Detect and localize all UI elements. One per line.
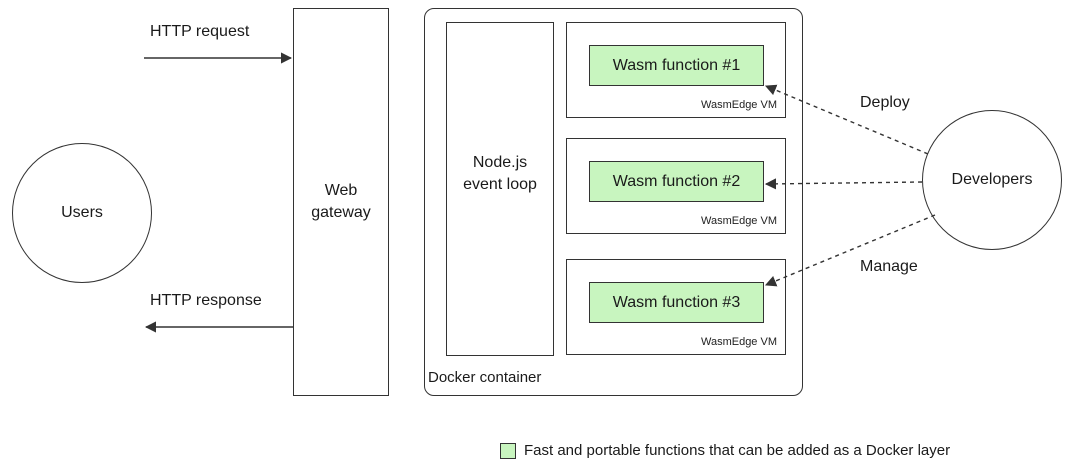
wasmedge-vm-label-2: WasmEdge VM (700, 215, 777, 227)
legend-text: Fast and portable functions that can be … (524, 442, 951, 459)
nodejs-event-loop-node: Node.js event loop (446, 22, 554, 356)
docker-container-label: Docker container (428, 369, 542, 386)
wasmedge-vm-2: Wasm function #2 WasmEdge VM (566, 138, 786, 234)
wasmedge-vm-label-1: WasmEdge VM (700, 99, 777, 111)
wasm-function-1: Wasm function #1 (589, 45, 764, 86)
http-response-label: HTTP response (150, 292, 262, 309)
wasmedge-vm-1: Wasm function #1 WasmEdge VM (566, 22, 786, 118)
manage-label: Manage (860, 258, 918, 275)
developer-to-function-2-arrow (764, 178, 923, 190)
legend-swatch (500, 442, 516, 459)
deploy-label: Deploy (860, 94, 910, 111)
deploy-arrow (764, 84, 929, 155)
web-gateway-label: Web gateway (311, 182, 371, 221)
wasmedge-vm-3: Wasm function #3 WasmEdge VM (566, 259, 786, 355)
wasmedge-vm-label-3: WasmEdge VM (700, 336, 777, 348)
wasm-function-3: Wasm function #3 (589, 282, 764, 323)
developers-node: Developers (922, 110, 1062, 250)
developers-label: Developers (951, 171, 1033, 188)
nodejs-event-loop-label: Node.js event loop (463, 154, 537, 193)
legend: Fast and portable functions that can be … (500, 442, 950, 459)
manage-arrow (764, 214, 936, 287)
users-label: Users (61, 204, 103, 221)
http-request-label: HTTP request (150, 23, 250, 40)
web-gateway-node: Web gateway (293, 8, 389, 396)
wasm-function-2: Wasm function #2 (589, 161, 764, 202)
users-node: Users (12, 143, 152, 283)
